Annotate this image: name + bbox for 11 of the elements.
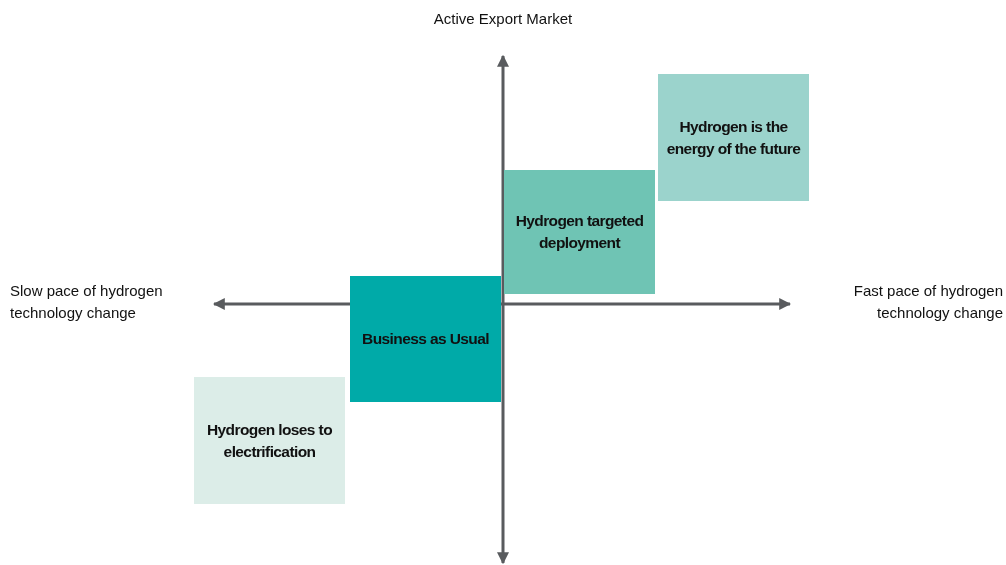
scenario-box — [350, 276, 501, 402]
scenario-label: Business as Usual — [361, 329, 490, 349]
axis-label: Fast pace of hydrogen technology change — [852, 281, 1003, 323]
scenario-label: Hydrogen is the energy of the future — [665, 116, 802, 159]
scenario-label: Hydrogen targeted deployment — [514, 211, 645, 253]
axis-label: Active Export Market — [432, 9, 574, 29]
scenario-box — [504, 170, 655, 294]
scenario-box — [658, 74, 809, 201]
axis-label: Slow pace of hydrogen technology change — [10, 281, 164, 323]
scenario-box — [194, 377, 345, 504]
scenario-label: Hydrogen loses to electrification — [206, 419, 333, 462]
